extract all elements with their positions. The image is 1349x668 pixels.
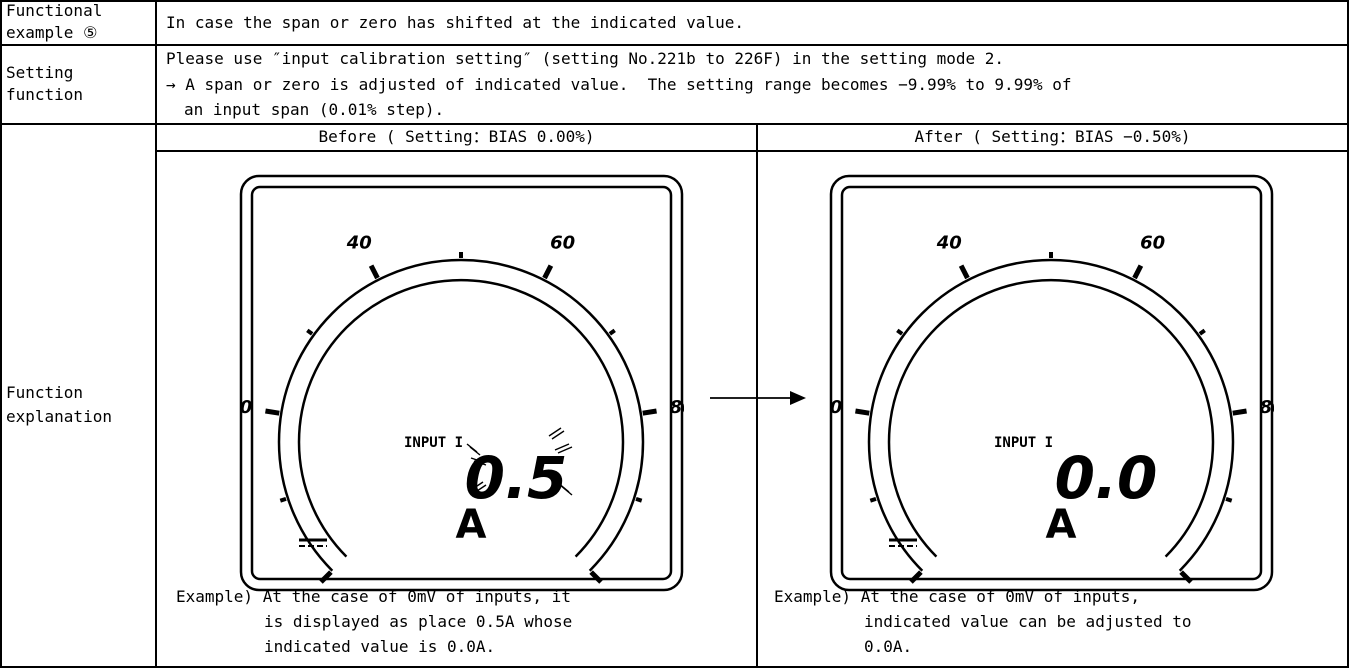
setting-label-2: function	[6, 85, 84, 104]
before-blink-ray	[473, 484, 487, 494]
subheader-divider	[155, 150, 1349, 152]
table-border-top	[0, 0, 1349, 2]
after-tick	[896, 328, 904, 336]
before-tick	[589, 570, 603, 584]
before-outer-arc	[277, 258, 645, 572]
after-tick	[1198, 328, 1206, 336]
explanation-label-1: Function	[6, 383, 84, 402]
row-divider-1	[0, 44, 1349, 46]
example-text: In case the span or zero has shifted at …	[166, 13, 744, 32]
before-scale-label: 100	[601, 590, 639, 592]
before-unit: A	[456, 502, 487, 548]
before-scale-label: 20	[239, 397, 252, 418]
after-tick	[869, 496, 877, 503]
after-tick	[855, 408, 870, 416]
after-scale-label: 60	[1140, 232, 1165, 253]
before-blink-ray	[470, 481, 484, 491]
before-meter-display: 0 20 40 60 80 100 INPUT I0.5A	[239, 174, 684, 592]
before-tick	[265, 408, 280, 416]
after-tick	[1225, 496, 1233, 503]
after-tick	[909, 570, 923, 584]
after-caption-1: Example) At the case of 0mV of inputs,	[774, 587, 1141, 606]
after-inner-arc	[887, 278, 1215, 558]
before-blink-ray	[469, 446, 481, 456]
table-border-left	[0, 0, 2, 668]
after-scale-label: 100	[1191, 590, 1229, 592]
setting-line-3: an input span (0.01% step).	[184, 100, 445, 119]
before-tick	[635, 496, 643, 503]
before-tick	[306, 328, 314, 336]
before-scale-label: 40	[346, 232, 372, 253]
before-digital-value: 0.5	[465, 444, 568, 512]
before-tick	[608, 328, 616, 336]
after-input-label: INPUT I	[994, 435, 1053, 451]
before-caption-1: Example) At the case of 0mV of inputs, i…	[176, 587, 571, 606]
example-label-2: example ⑤	[6, 23, 98, 42]
after-header: After ( Setting：BIAS −0.50%)	[914, 127, 1191, 146]
row-divider-2	[0, 123, 1349, 125]
before-input-label: INPUT I	[404, 435, 463, 451]
arrow-right-icon	[710, 391, 806, 405]
after-scale-label: 80	[1260, 397, 1274, 418]
table-border-right	[1347, 0, 1349, 668]
setting-label-1: Setting	[6, 63, 74, 82]
after-caption-3: 0.0A.	[864, 637, 913, 656]
before-tick	[542, 264, 554, 280]
before-caption-2: is displayed as place 0.5A whose	[264, 612, 573, 631]
before-tick	[279, 496, 287, 503]
after-outer-arc	[867, 258, 1235, 572]
before-blink-ray	[554, 443, 570, 451]
after-tick	[1132, 264, 1144, 280]
before-blink-ray	[548, 427, 562, 437]
before-scale-label: 60	[550, 232, 575, 253]
before-after-divider	[756, 123, 758, 668]
after-scale-label: 0	[886, 590, 899, 592]
after-scale-label: 20	[829, 397, 842, 418]
before-blink-ray	[470, 457, 484, 463]
table-border-bottom	[0, 666, 1349, 668]
before-scale-label: 0	[296, 590, 309, 592]
before-tick	[368, 264, 380, 280]
example-label-1: Functional	[6, 1, 103, 20]
before-blink-ray	[557, 446, 573, 454]
before-header: Before ( Setting：BIAS 0.00%)	[318, 127, 595, 146]
before-blink-ray	[559, 484, 573, 496]
setting-line-1: Please use ″input calibration setting″ (…	[166, 49, 1005, 68]
after-meter-display: 0 20 40 60 80 100 INPUT I0.0A	[829, 174, 1274, 592]
after-tick	[1232, 408, 1247, 416]
after-scale-arcs: 0 20 40 60 80 100 INPUT I0.0A	[829, 232, 1274, 592]
after-tick	[958, 264, 970, 280]
after-caption-2: indicated value can be adjusted to	[864, 612, 1192, 631]
before-blink-ray	[551, 430, 565, 440]
after-tick	[1179, 570, 1193, 584]
before-tick	[642, 408, 657, 416]
before-caption-3: indicated value is 0.0A.	[264, 637, 496, 656]
before-inner-arc	[297, 278, 625, 558]
after-scale-label: 40	[936, 232, 962, 253]
setting-line-2: → A span or zero is adjusted of indicate…	[166, 75, 1072, 94]
explanation-label-2: explanation	[6, 407, 112, 426]
after-digital-value: 0.0	[1055, 444, 1158, 512]
before-scale-label: 80	[670, 397, 684, 418]
before-blink-ray	[473, 460, 487, 466]
after-unit: A	[1046, 502, 1077, 548]
label-column-divider	[155, 0, 157, 668]
before-tick	[319, 570, 333, 584]
before-scale-arcs: 0 20 40 60 80 100 INPUT I0.5A	[239, 232, 684, 592]
